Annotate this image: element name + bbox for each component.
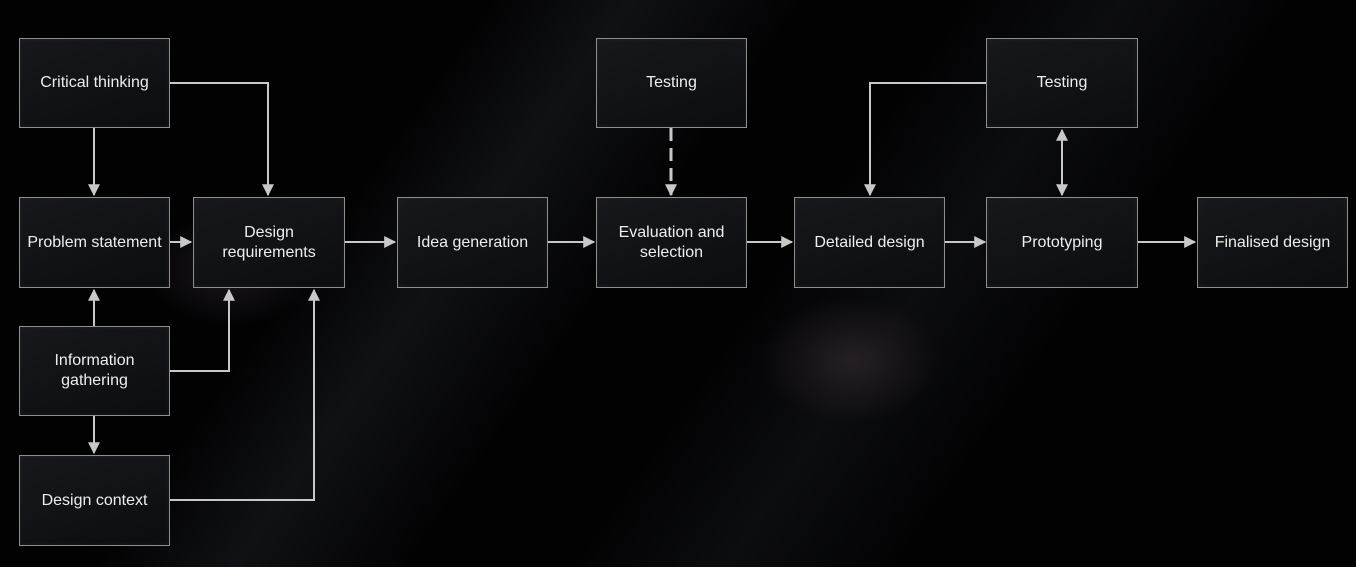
node-testing-2: Testing xyxy=(986,38,1138,128)
node-evaluation-and-selection-label: Evaluation and selection xyxy=(618,223,725,261)
node-evaluation-and-selection: Evaluation and selection xyxy=(596,197,747,288)
node-detailed-design-label: Detailed design xyxy=(814,233,925,251)
node-testing-1-label: Testing xyxy=(646,74,697,91)
node-testing-1: Testing xyxy=(596,38,747,128)
node-idea-generation: Idea generation xyxy=(397,197,548,288)
node-critical-thinking-label: Critical thinking xyxy=(40,74,149,91)
node-problem-statement: Problem statement xyxy=(19,197,170,288)
node-information-gathering: Information gathering xyxy=(19,326,170,416)
node-idea-generation-label: Idea generation xyxy=(416,233,529,251)
edge-information-gathering-to-design-requirements xyxy=(170,288,235,372)
node-finalised-design-label: Finalised design xyxy=(1214,233,1331,251)
node-prototyping-label: Prototyping xyxy=(1021,233,1103,251)
node-design-requirements-label: Design requirements xyxy=(222,223,316,261)
node-testing-2-label: Testing xyxy=(1036,74,1088,91)
node-finalised-design: Finalised design xyxy=(1197,197,1348,288)
edge-design-context-to-design-requirements xyxy=(170,288,320,501)
node-design-context-label: Design context xyxy=(41,491,148,509)
edge-critical-thinking-to-design-requirements xyxy=(170,82,274,197)
node-problem-statement-label: Problem statement xyxy=(27,233,162,251)
node-design-context: Design context xyxy=(19,455,170,546)
node-information-gathering-label: Information gathering xyxy=(54,352,135,389)
node-detailed-design: Detailed design xyxy=(794,197,945,288)
edge-testing-to-detailed-design xyxy=(864,82,986,197)
node-critical-thinking: Critical thinking xyxy=(19,38,170,128)
node-design-requirements: Design requirements xyxy=(193,197,345,288)
node-prototyping: Prototyping xyxy=(986,197,1138,288)
